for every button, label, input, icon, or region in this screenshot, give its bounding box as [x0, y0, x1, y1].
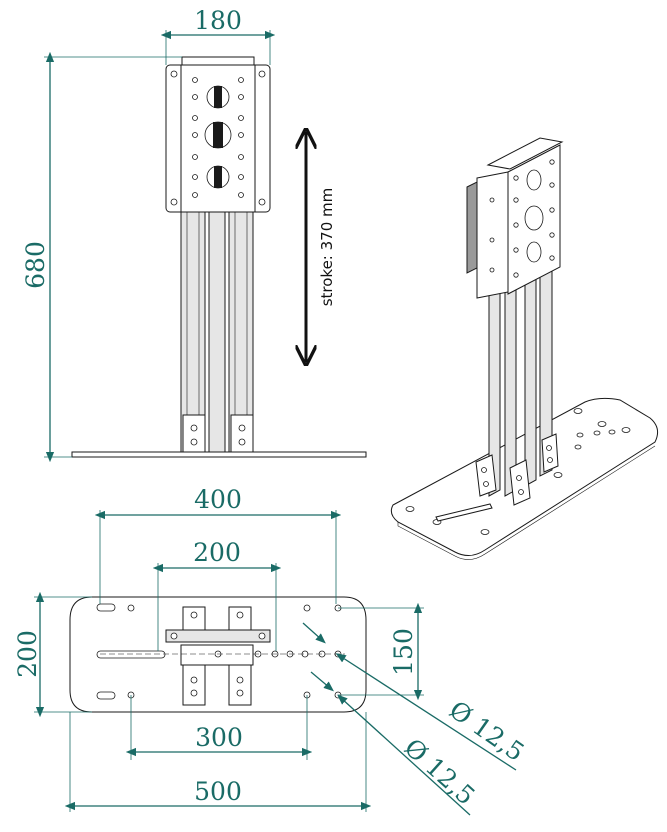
top-slot-2 — [96, 691, 116, 700]
dim-400: 400 — [194, 485, 242, 514]
front-bracket-right — [230, 414, 254, 453]
top-bracket-lower-left — [182, 664, 206, 706]
dim-200-left: 200 — [13, 630, 42, 678]
iso-column-4 — [524, 275, 537, 487]
iso-head-holes — [489, 159, 555, 278]
iso-base-holes — [405, 408, 631, 535]
hole-diameter-label-2: Ø 12,5 — [399, 733, 481, 811]
front-base-plate — [71, 451, 367, 458]
front-column-left — [180, 209, 206, 453]
iso-head-side — [476, 171, 509, 299]
iso-head-top — [486, 137, 564, 170]
dim-500: 500 — [194, 777, 242, 806]
top-slot-1 — [96, 603, 116, 612]
front-mount-top-cap — [181, 56, 255, 66]
dim-300: 300 — [195, 723, 243, 752]
top-bracket-upper-left — [182, 606, 206, 632]
dim-200-top: 200 — [193, 538, 241, 567]
iso-base-slot — [435, 503, 493, 522]
iso-bracket-3 — [541, 433, 559, 473]
front-column-center — [208, 209, 226, 453]
front-bracket-left — [182, 414, 206, 453]
front-column-right — [228, 209, 254, 453]
iso-bracket-2 — [509, 459, 531, 506]
top-cross-bar — [165, 629, 271, 643]
dim-180: 180 — [194, 6, 242, 35]
dim-150: 150 — [389, 628, 418, 676]
iso-column-2 — [504, 283, 517, 497]
top-slot-3 — [96, 650, 166, 659]
iso-side-flange — [466, 181, 478, 274]
dim-680: 680 — [21, 241, 50, 289]
iso-bracket-1 — [475, 454, 497, 497]
isometric-view — [390, 137, 659, 560]
top-bracket-upper-right — [228, 606, 252, 632]
front-view: 180 680 stroke: 370 mm — [21, 6, 367, 463]
front-small-holes — [170, 70, 266, 206]
stroke-label: stroke: 370 mm — [318, 188, 336, 307]
top-bracket-lower-right — [228, 664, 252, 706]
